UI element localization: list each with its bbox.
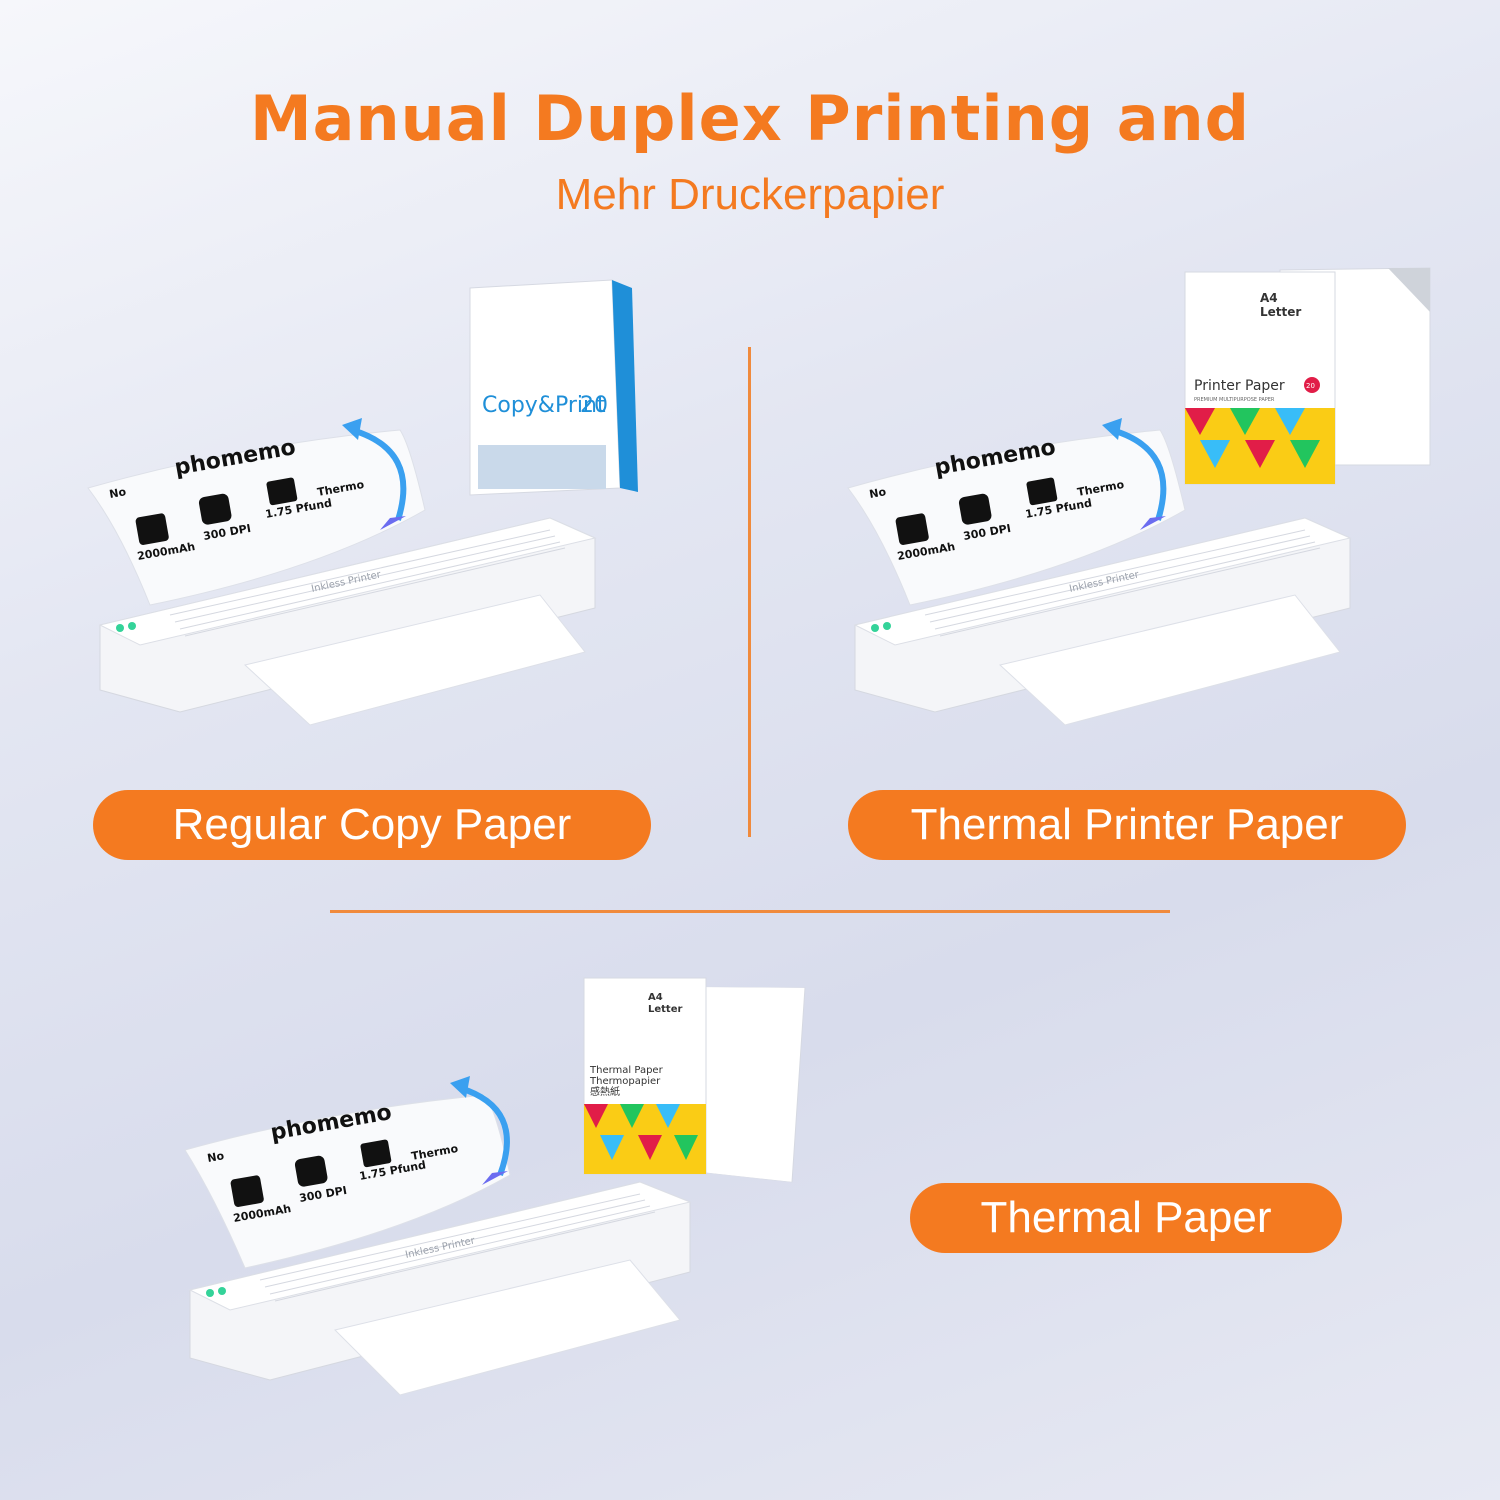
option-label: Thermal Paper [980, 1193, 1272, 1242]
option-label: Regular Copy Paper [172, 800, 572, 849]
pack-tagline-text: PREMIUM MULTIPURPOSE PAPER [1194, 397, 1275, 403]
pack-a4-text: A4 [1260, 291, 1278, 305]
vertical-divider [748, 347, 751, 837]
thermal-paper-pack: A4 Letter Thermal Paper Thermopapier 感熱紙 [583, 977, 806, 1183]
copy-brand-text: Copy&Print [482, 393, 606, 418]
option-thermal-printer-paper[interactable]: Thermal Printer Paper [848, 790, 1406, 860]
dpi-icon [958, 493, 992, 525]
copy-number-text: 20 [580, 393, 608, 418]
battery-icon [895, 513, 929, 545]
horizontal-divider [330, 910, 1170, 913]
weight-icon [266, 477, 298, 506]
duplex-arrow-icon [1111, 427, 1167, 521]
thermal-a4-text: A4 [648, 992, 663, 1003]
weight-icon [360, 1139, 392, 1168]
duplex-arrow-icon [351, 427, 407, 521]
battery-icon [135, 513, 169, 545]
battery-icon [230, 1175, 264, 1207]
pack-letter-text: Letter [1260, 305, 1301, 319]
pack-badge-text: 20 [1306, 382, 1315, 390]
weight-icon [1026, 477, 1058, 506]
option-regular-copy-paper[interactable]: Regular Copy Paper [93, 790, 651, 860]
output-sheet [334, 1259, 681, 1396]
thermal-name-jp-text: 感熱紙 [590, 1085, 620, 1098]
thermal-name-text: Thermal Paper [589, 1065, 664, 1076]
option-thermal-paper[interactable]: Thermal Paper [910, 1183, 1342, 1253]
printer-paper-pack: A4 Letter Printer Paper PREMIUM MULTIPUR… [1184, 267, 1431, 485]
dpi-icon [294, 1155, 328, 1187]
duplex-arrow-icon [459, 1085, 510, 1177]
output-sheet [243, 594, 586, 726]
copy-paper-ream: Copy&Print 20 [469, 279, 638, 496]
option-label: Thermal Printer Paper [910, 800, 1344, 849]
sheet-no-text: No [206, 1149, 225, 1165]
page-title: Manual Duplex Printing and [249, 82, 1251, 155]
printer-illustration-thermal: A4 Letter Thermal Paper Thermopapier 感熱紙… [184, 977, 806, 1396]
thermal-name-de-text: Thermopapier [589, 1076, 661, 1087]
sheet-no-text: No [868, 485, 887, 501]
printer-illustration-printer-paper: A4 Letter Printer Paper PREMIUM MULTIPUR… [847, 267, 1431, 726]
sheet-no-text: No [108, 485, 127, 501]
dpi-icon [198, 493, 232, 525]
page-subtitle: Mehr Druckerpapier [555, 170, 945, 219]
output-sheet [998, 594, 1341, 726]
printer-illustration-copy: Copy&Print 20 phomemo No 2000mAh 300 DPI… [87, 279, 638, 726]
thermal-letter-text: Letter [648, 1004, 682, 1015]
pack-name-text: Printer Paper [1194, 378, 1285, 394]
